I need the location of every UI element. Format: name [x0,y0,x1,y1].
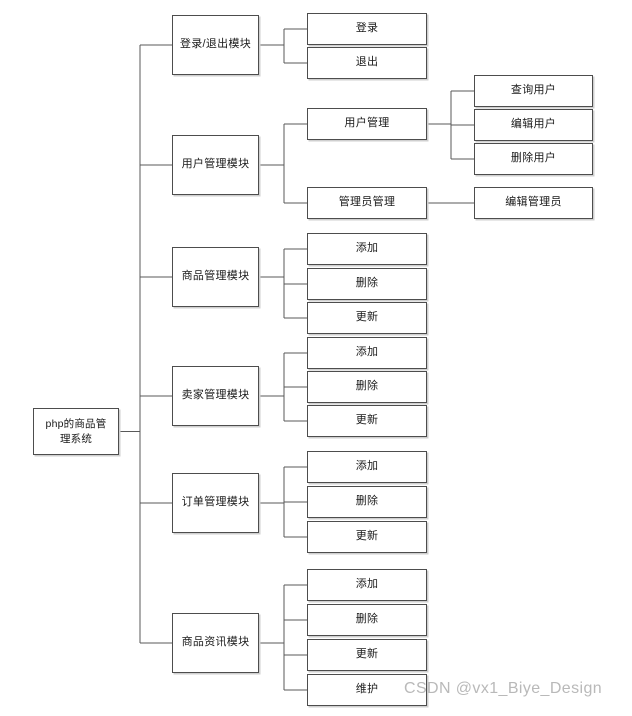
node-label: php的商品管理系统 [45,418,107,445]
node-user-management[interactable]: 用户管理 [307,108,427,140]
node-info-maintain[interactable]: 维护 [307,674,427,706]
node-info-delete[interactable]: 删除 [307,604,427,636]
node-order-update[interactable]: 更新 [307,521,427,553]
node-label: 添加 [355,578,379,591]
node-label: 删除 [355,613,379,626]
node-label: 商品资讯模块 [181,636,250,649]
node-info-update[interactable]: 更新 [307,639,427,671]
node-product-delete[interactable]: 删除 [307,268,427,300]
node-label: 登录 [355,22,379,35]
node-label: 更新 [355,311,379,324]
node-label: 维护 [355,683,379,696]
node-product-management-module[interactable]: 商品管理模块 [172,247,259,307]
node-edit-admin[interactable]: 编辑管理员 [474,187,593,219]
node-seller-add[interactable]: 添加 [307,337,427,369]
node-info-add[interactable]: 添加 [307,569,427,601]
node-product-info-module[interactable]: 商品资讯模块 [172,613,259,673]
node-login-logout-module[interactable]: 登录/退出模块 [172,15,259,75]
node-label: 编辑用户 [510,118,557,131]
node-label: 更新 [355,648,379,661]
node-label: 用户管理 [344,117,390,130]
node-label: 添加 [355,242,379,255]
node-user-management-module[interactable]: 用户管理模块 [172,135,259,195]
node-label: 删除用户 [510,152,557,165]
node-label: 更新 [355,530,379,543]
node-order-delete[interactable]: 删除 [307,486,427,518]
node-label: 添加 [355,346,379,359]
node-root[interactable]: php的商品管理系统 [33,408,119,455]
node-label: 订单管理模块 [181,496,250,509]
node-label: 退出 [355,56,379,69]
node-label: 查询用户 [510,84,557,97]
node-product-update[interactable]: 更新 [307,302,427,334]
node-product-add[interactable]: 添加 [307,233,427,265]
node-seller-update[interactable]: 更新 [307,405,427,437]
node-label: 删除 [355,380,379,393]
node-label: 用户管理模块 [181,158,250,171]
node-seller-management-module[interactable]: 卖家管理模块 [172,366,259,426]
node-order-add[interactable]: 添加 [307,451,427,483]
node-label: 登录/退出模块 [179,38,252,51]
node-label: 更新 [355,414,379,427]
node-label: 添加 [355,460,379,473]
node-label: 编辑管理员 [505,196,562,209]
node-delete-user[interactable]: 删除用户 [474,143,593,175]
node-label: 管理员管理 [338,196,396,209]
node-logout[interactable]: 退出 [307,47,427,79]
node-login[interactable]: 登录 [307,13,427,45]
node-label: 卖家管理模块 [181,389,250,402]
node-label: 删除 [355,277,379,290]
node-seller-delete[interactable]: 删除 [307,371,427,403]
csdn-watermark: CSDN @vx1_Biye_Design [404,680,603,697]
node-order-management-module[interactable]: 订单管理模块 [172,473,259,533]
node-label: 商品管理模块 [181,270,250,283]
node-label: 删除 [355,495,379,508]
node-query-user[interactable]: 查询用户 [474,75,593,107]
node-edit-user[interactable]: 编辑用户 [474,109,593,141]
node-admin-management[interactable]: 管理员管理 [307,187,427,219]
